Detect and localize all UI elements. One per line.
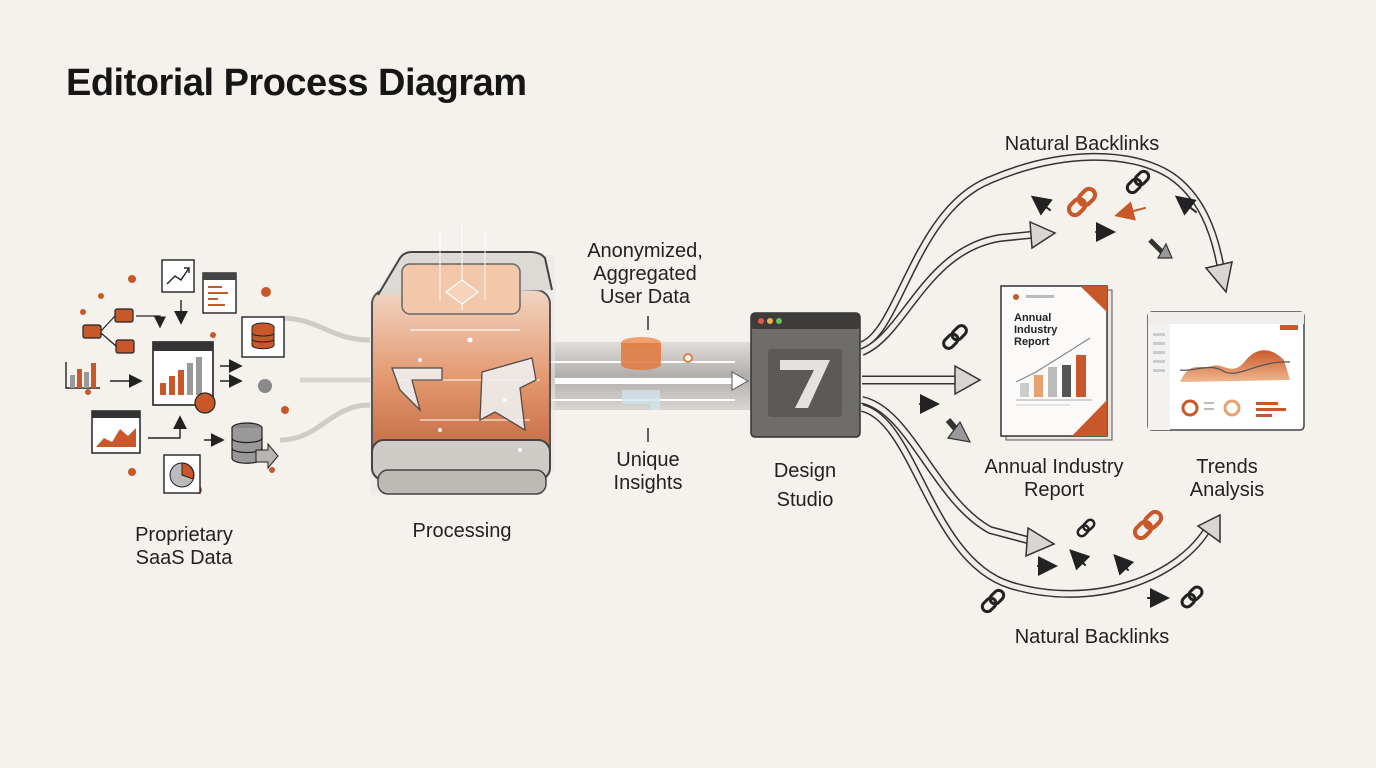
document-icon <box>202 272 237 314</box>
output-arrows <box>860 152 1233 598</box>
pie-chart-icon <box>163 454 201 494</box>
database-cylinder-icon <box>204 422 279 470</box>
label-processing: Processing <box>412 520 512 542</box>
label-natural-backlinks-top: Natural Backlinks <box>1004 133 1160 155</box>
area-chart-icon <box>91 410 187 454</box>
source-data-cluster <box>65 259 371 494</box>
chain-link-icon <box>942 169 1204 614</box>
diagram-title: Editorial Process Diagram <box>66 62 527 104</box>
annual-report-document <box>1000 285 1113 441</box>
trends-analysis-dashboard <box>1147 311 1305 431</box>
backlink-markers <box>919 195 1197 608</box>
browser-window-icon <box>152 341 243 414</box>
database-icon <box>241 316 285 358</box>
bar-chart-icon <box>65 362 143 389</box>
flowchart-icon <box>82 308 166 354</box>
label-natural-backlinks-bottom: Natural Backlinks <box>1014 626 1170 648</box>
processing-cube <box>370 225 555 495</box>
line-chart-icon <box>161 259 195 325</box>
design-studio-window <box>750 312 861 438</box>
data-beam <box>548 316 754 442</box>
